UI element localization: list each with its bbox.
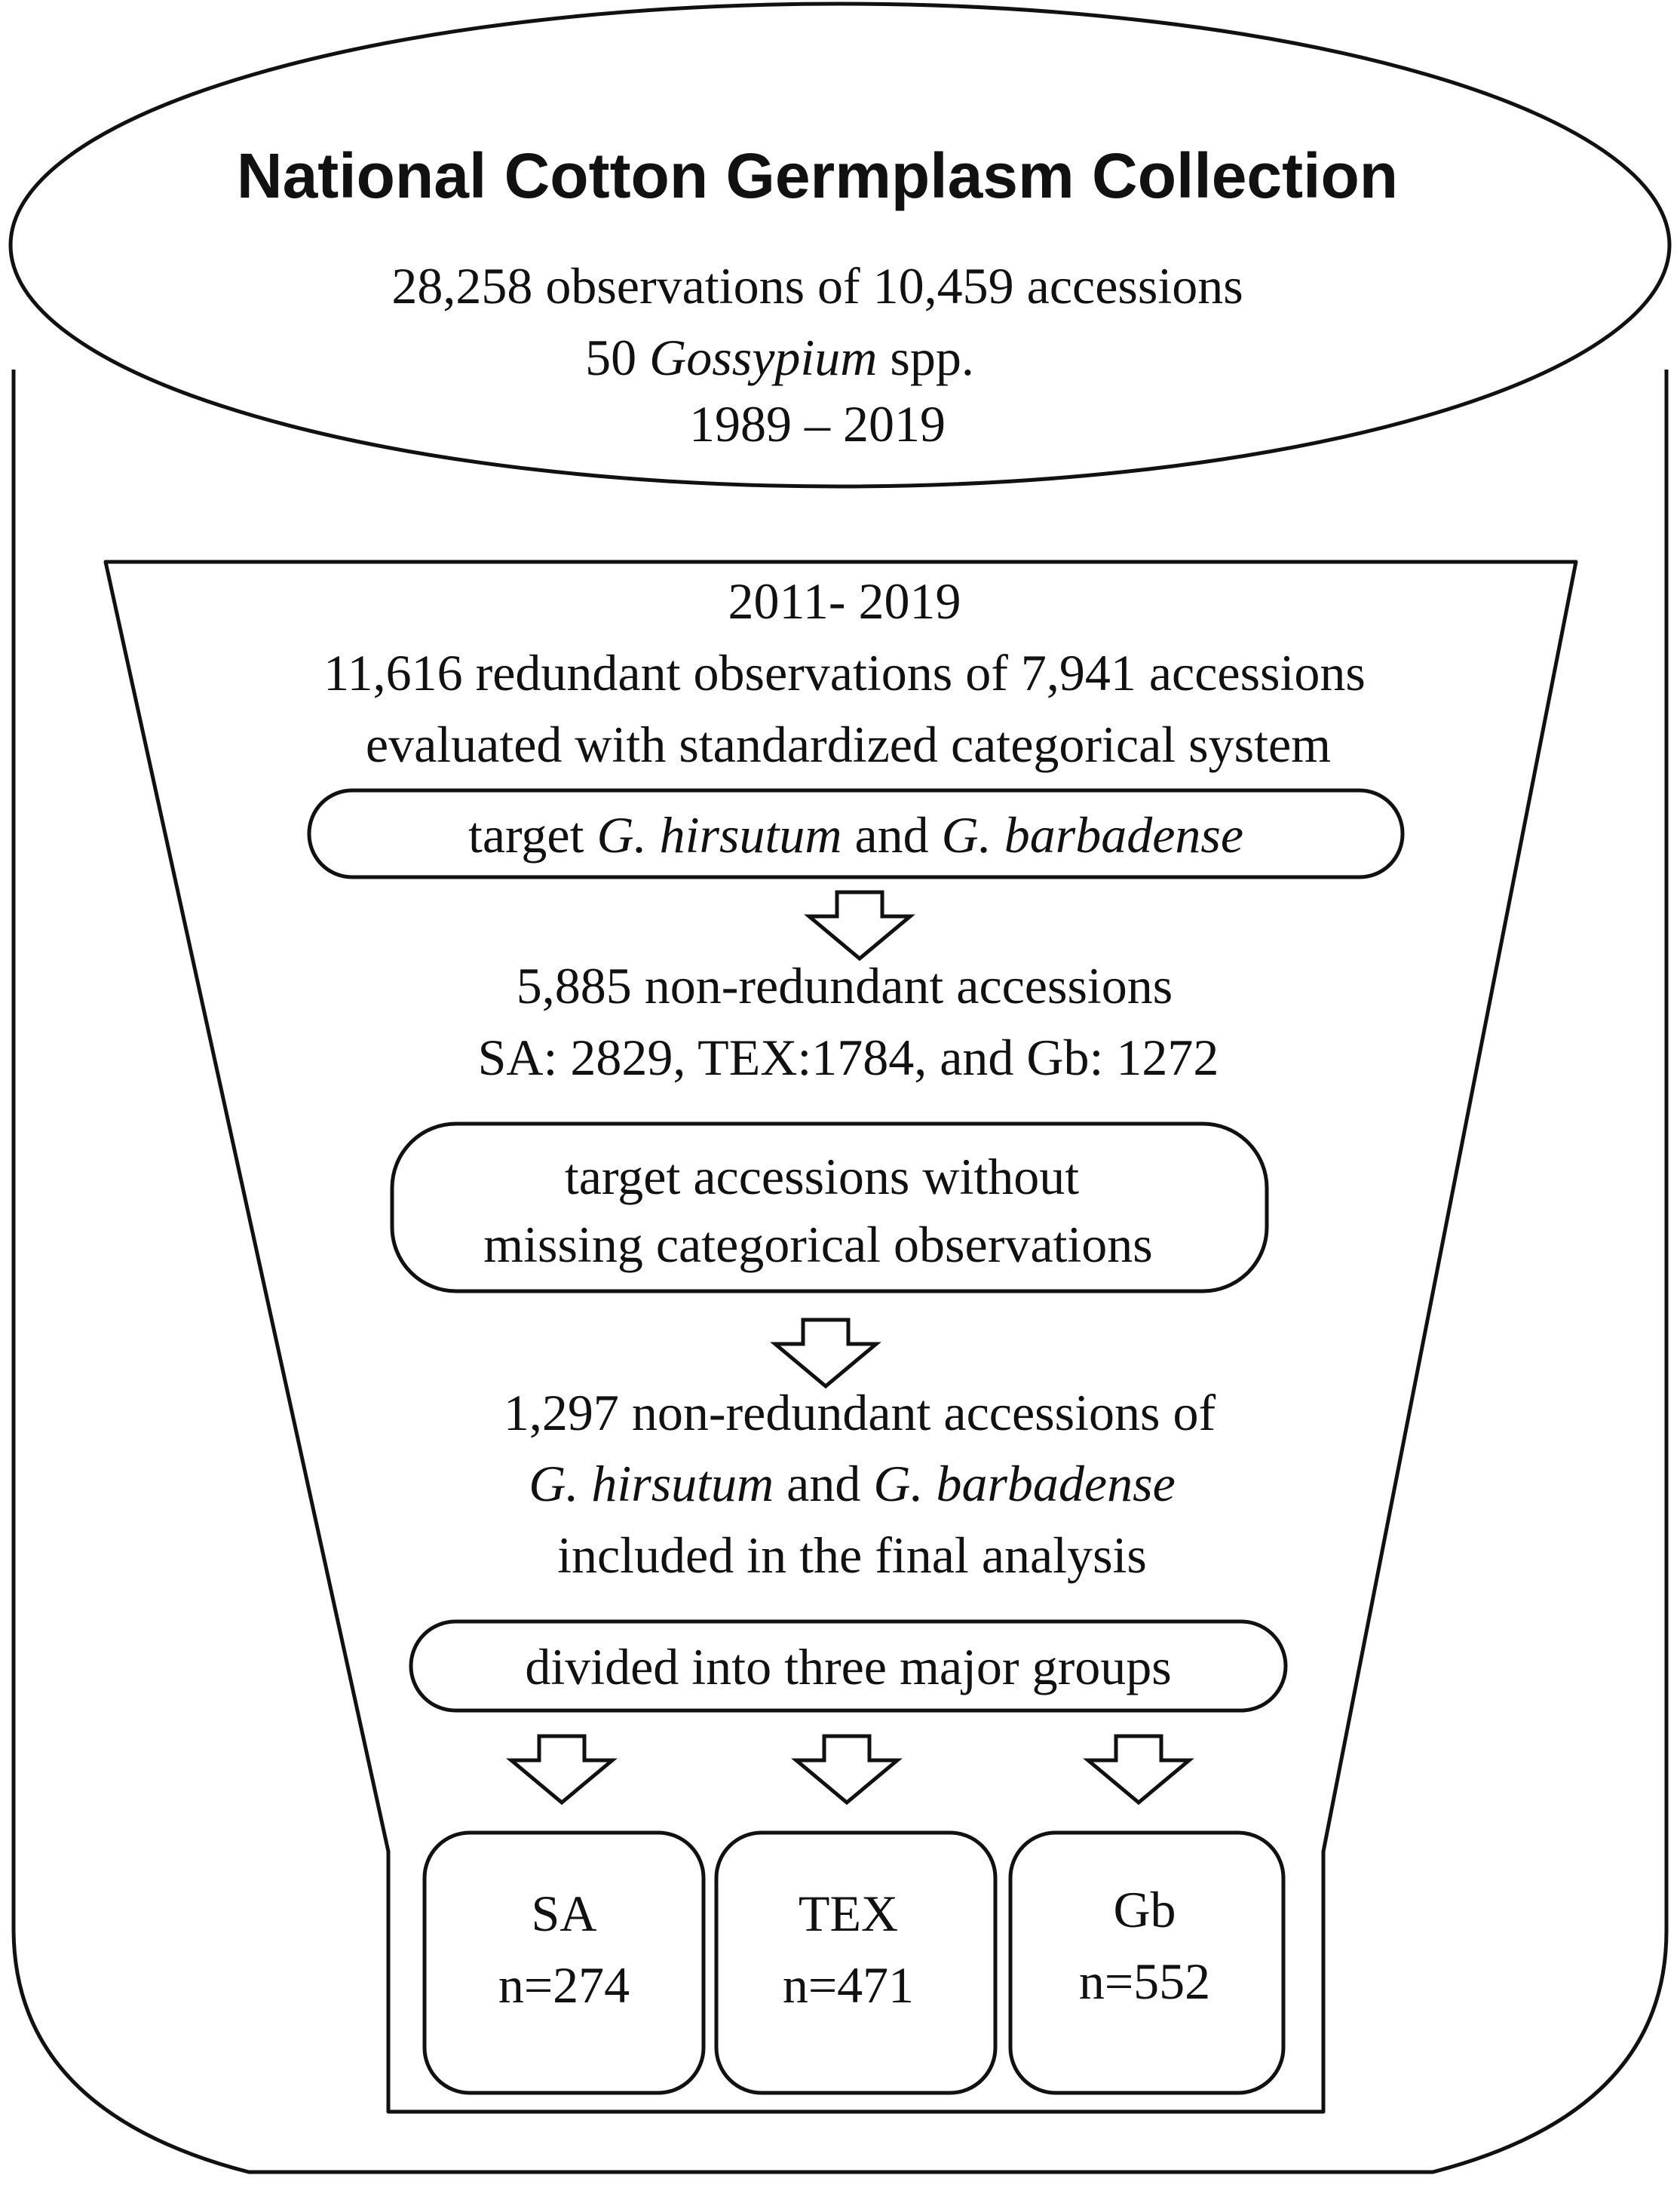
collection-species: 50 Gossypium spp.	[585, 329, 974, 386]
funnel-years: 2011- 2019	[728, 572, 961, 630]
step3-label: divided into three major groups	[525, 1638, 1171, 1695]
result2-species-a: G. hirsutum	[529, 1455, 774, 1512]
funnel-outline	[103, 560, 1578, 2114]
result2-line3: included in the final analysis	[557, 1526, 1147, 1584]
species-genus: Gossypium	[649, 329, 877, 386]
group-name: TEX	[799, 1885, 898, 1942]
step1-box	[307, 788, 1405, 879]
species-count: 50	[585, 329, 636, 386]
group-box-gb	[1008, 1830, 1286, 2095]
hollow-down-arrow-icon	[770, 1318, 881, 1389]
step1-species-b: G. barbadense	[942, 806, 1243, 864]
result2-line1: 1,297 non-redundant accessions of	[504, 1384, 1216, 1441]
result2-conjunction: and	[786, 1455, 860, 1512]
group-name: SA	[532, 1885, 597, 1942]
step1-species-a: G. hirsutum	[597, 806, 842, 864]
step2-box	[390, 1121, 1269, 1293]
group-name: Gb	[1113, 1881, 1176, 1938]
step2-line1: target accessions without	[565, 1148, 1079, 1205]
step1-prefix: target	[468, 806, 584, 864]
group-box-sa	[422, 1830, 706, 2095]
step2-line2: missing categorical observations	[483, 1216, 1153, 1273]
group-count: n=552	[1079, 1953, 1210, 2010]
hollow-down-arrow-icon	[1083, 1734, 1194, 1806]
result1-line2: SA: 2829, TEX:1784, and Gb: 1272	[478, 1029, 1219, 1086]
collection-title: National Cotton Germplasm Collection	[237, 140, 1398, 211]
group-count: n=274	[498, 1956, 630, 2014]
result1-line1: 5,885 non-redundant accessions	[517, 957, 1173, 1014]
step1-label: target G. hirsutum and G. barbadense	[468, 806, 1243, 864]
collection-observations: 28,258 observations of 10,459 accessions	[391, 257, 1243, 314]
funnel-evaluated-line: evaluated with standardized categorical …	[366, 716, 1331, 773]
group-count: n=471	[783, 1956, 914, 2014]
species-suffix: spp.	[890, 329, 973, 386]
collection-years: 1989 – 2019	[689, 395, 946, 453]
hollow-down-arrow-icon	[804, 890, 915, 962]
collection-ellipse	[8, 2, 1672, 489]
result2-species-b: G. barbadense	[873, 1455, 1175, 1512]
result2-species: G. hirsutum and G. barbadense	[529, 1455, 1176, 1512]
group-box-tex	[714, 1830, 998, 2095]
hollow-down-arrow-icon	[791, 1734, 903, 1806]
step1-conjunction: and	[854, 806, 928, 864]
funnel-redundant-line: 11,616 redundant observations of 7,941 a…	[323, 644, 1366, 701]
step3-box	[409, 1619, 1288, 1713]
bucket-body	[11, 370, 1669, 2174]
hollow-down-arrow-icon	[506, 1734, 618, 1806]
